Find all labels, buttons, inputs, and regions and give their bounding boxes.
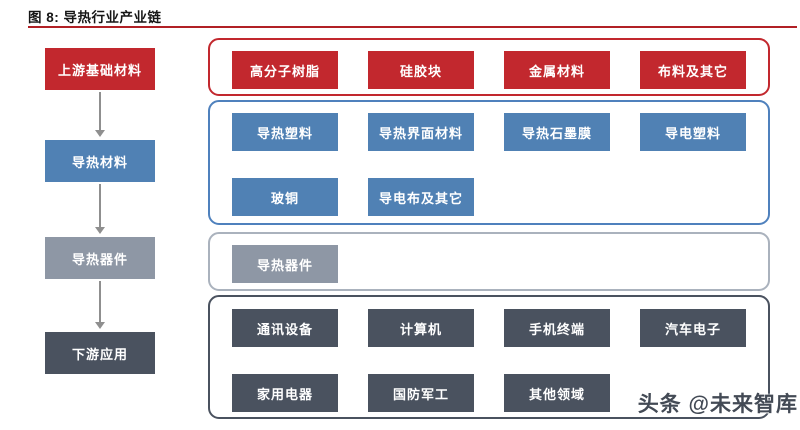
diagram-node: 硅胶块 xyxy=(368,51,474,89)
diagram-node: 导热石墨膜 xyxy=(504,113,610,151)
diagram-node: 手机终端 xyxy=(504,309,610,347)
diagram-node: 导热界面材料 xyxy=(368,113,474,151)
diagram-node: 布料及其它 xyxy=(640,51,746,89)
chain-stage-2: 导热器件 xyxy=(45,237,155,279)
diagram-row: 导热塑料导热界面材料导热石墨膜导电塑料 xyxy=(210,113,768,151)
diagram-node: 玻铜 xyxy=(232,178,338,216)
diagram-row: 玻铜导电布及其它 xyxy=(210,178,768,216)
diagram-node: 导电布及其它 xyxy=(368,178,474,216)
diagram-node: 导热器件 xyxy=(232,245,338,283)
diagram-row: 通讯设备计算机手机终端汽车电子 xyxy=(210,309,768,347)
diagram-node: 汽车电子 xyxy=(640,309,746,347)
diagram-node: 家用电器 xyxy=(232,374,338,412)
diagram-node: 导电塑料 xyxy=(640,113,746,151)
group-upstream-basic-materials: 高分子树脂硅胶块金属材料布料及其它 xyxy=(208,38,770,96)
watermark: 头条 @未来智库 xyxy=(637,393,798,416)
diagram-row: 高分子树脂硅胶块金属材料布料及其它 xyxy=(210,51,768,89)
diagram-node: 高分子树脂 xyxy=(232,51,338,89)
group-thermal-devices: 导热器件 xyxy=(208,232,770,291)
diagram-node: 计算机 xyxy=(368,309,474,347)
diagram-node: 其他领域 xyxy=(504,374,610,412)
group-thermal-materials: 导热塑料导热界面材料导热石墨膜导电塑料玻铜导电布及其它 xyxy=(208,100,770,225)
diagram-node: 导热塑料 xyxy=(232,113,338,151)
down-arrow-icon xyxy=(95,92,105,137)
diagram-row: 导热器件 xyxy=(210,245,768,283)
down-arrow-icon xyxy=(95,184,105,234)
chain-stage-3: 下游应用 xyxy=(45,332,155,374)
down-arrow-icon xyxy=(95,281,105,329)
diagram-node: 国防军工 xyxy=(368,374,474,412)
group-downstream-applications: 通讯设备计算机手机终端汽车电子家用电器国防军工其他领域 xyxy=(208,295,770,419)
diagram-node: 通讯设备 xyxy=(232,309,338,347)
chain-stage-1: 导热材料 xyxy=(45,140,155,182)
title-underline xyxy=(28,26,797,28)
diagram-row: 家用电器国防军工其他领域 xyxy=(210,374,768,412)
chain-stage-0: 上游基础材料 xyxy=(45,48,155,90)
figure-title: 图 8: 导热行业产业链 xyxy=(28,10,162,25)
diagram-node: 金属材料 xyxy=(504,51,610,89)
